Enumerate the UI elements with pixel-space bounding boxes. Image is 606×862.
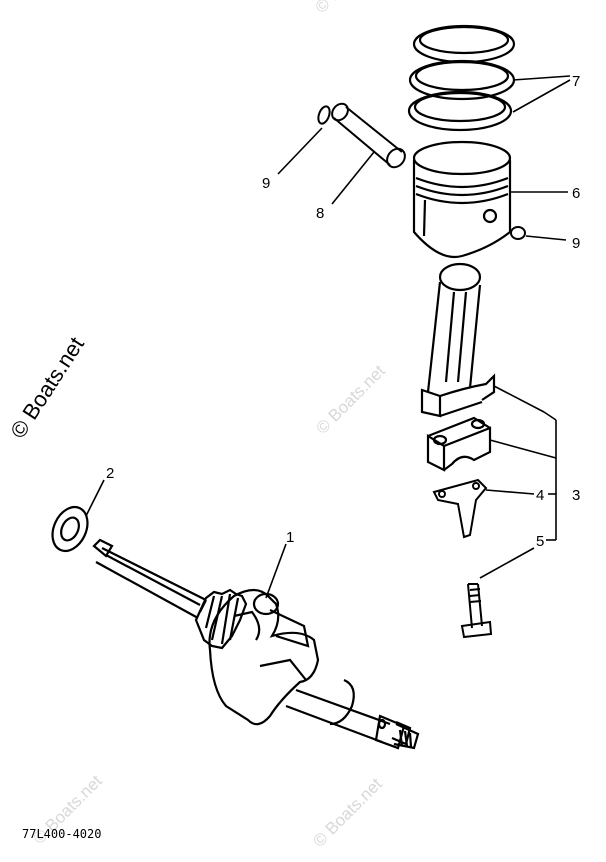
watermark-faint-bottom-mid: © Boats.net <box>309 774 386 851</box>
rod-cap <box>426 416 492 472</box>
watermark-faint-mid: © Boats.net <box>312 361 389 438</box>
rod-bolt <box>460 583 493 639</box>
thrust-washer <box>51 505 89 553</box>
crankshaft <box>92 538 420 750</box>
oil-dipper <box>432 478 488 539</box>
callout-9-right: 9 <box>572 235 580 252</box>
callout-7: 7 <box>572 73 580 90</box>
callout-labels: 7 6 9 8 9 4 3 5 2 1 <box>106 73 580 550</box>
callout-1: 1 <box>286 529 294 546</box>
callout-5: 5 <box>536 533 544 550</box>
wrist-pin <box>331 102 406 169</box>
callout-3: 3 <box>572 487 580 504</box>
piston <box>412 140 512 259</box>
callout-4: 4 <box>536 487 544 504</box>
circlips <box>317 105 526 240</box>
part-code: 77L400-4020 <box>22 827 101 841</box>
callout-9-left: 9 <box>262 175 270 192</box>
leader-lines <box>85 75 571 599</box>
connecting-rod <box>420 262 496 418</box>
watermark-main: © Boats.net <box>5 332 89 442</box>
watermark-faint-top: © Boats.net <box>311 0 388 17</box>
callout-8: 8 <box>316 205 324 222</box>
callout-6: 6 <box>572 185 580 202</box>
piston-rings <box>407 24 516 132</box>
callout-2: 2 <box>106 465 114 482</box>
